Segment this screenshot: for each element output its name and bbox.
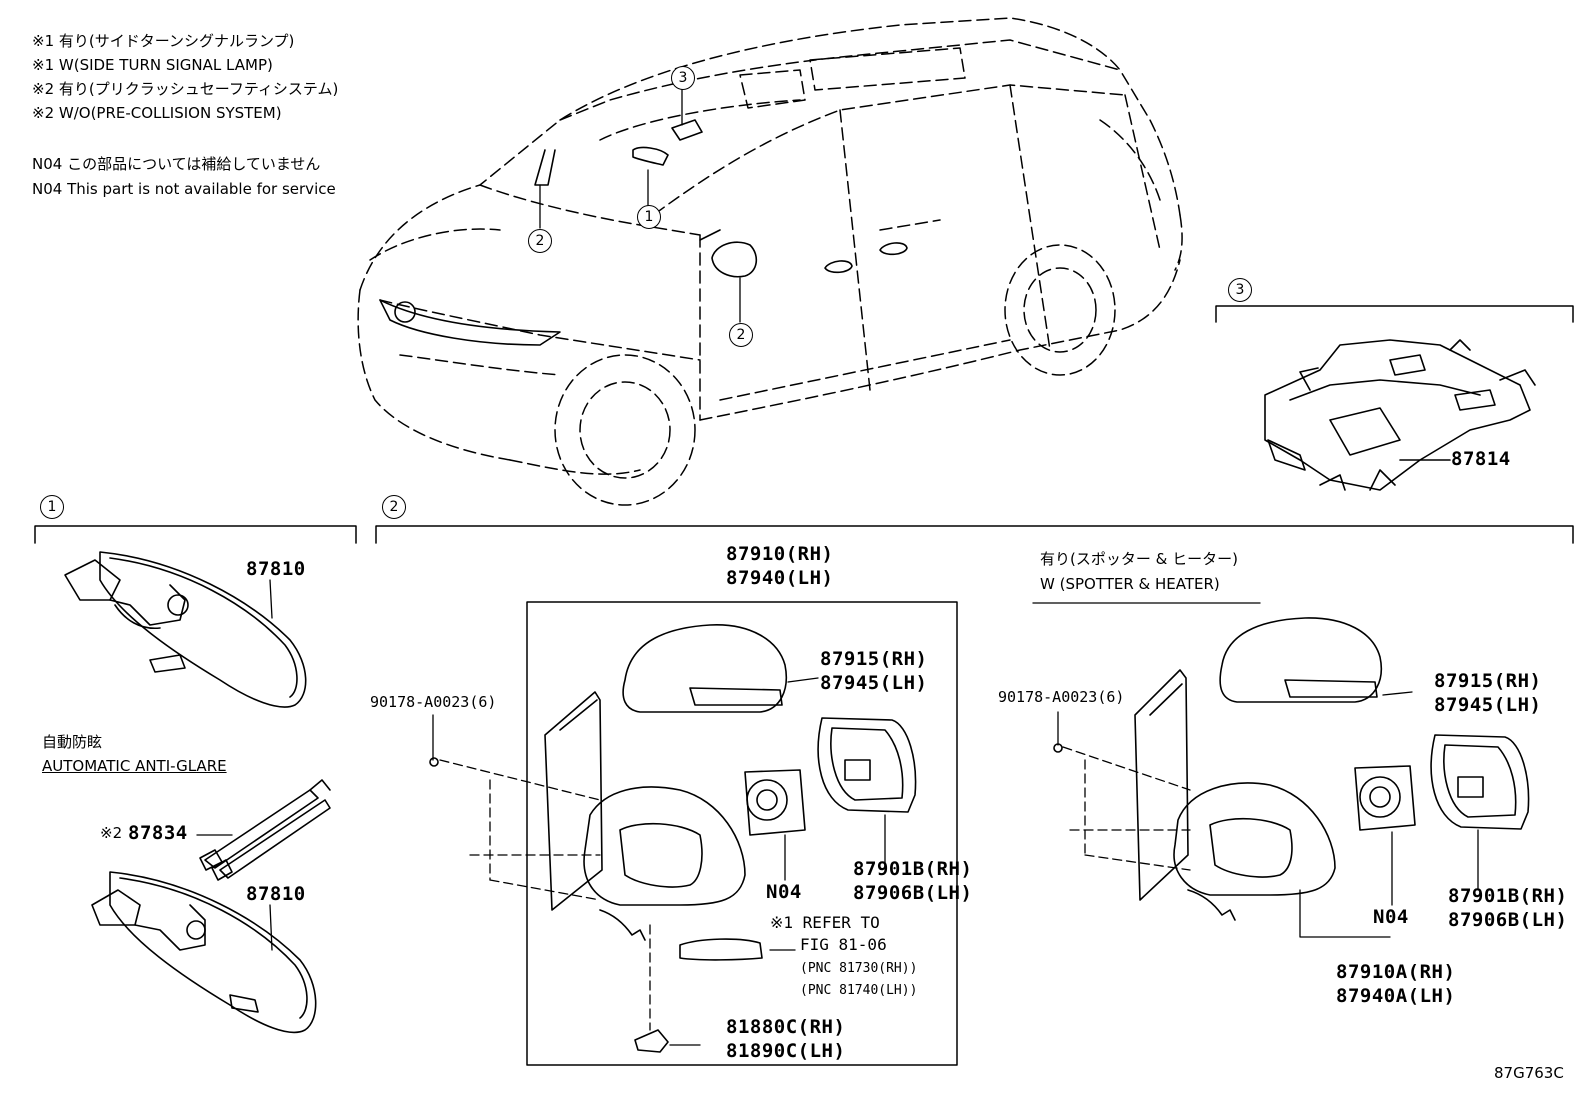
sensor-bracket-art (1264, 339, 1536, 491)
left-mirror-leaders (432, 677, 886, 1046)
vehicle-wheels (554, 244, 1116, 506)
pnc-81740-lh: (PNC 81740(LH)) (800, 983, 918, 998)
section1-leaders (196, 579, 273, 951)
part-87915-rh-left[interactable]: 87915(RH) (820, 648, 928, 670)
screw-left-art (429, 757, 439, 767)
note-pcs-en: ※2 W/O(PRE-COLLISION SYSTEM) (32, 104, 282, 122)
note-n04-jp: N04 この部品については補給していません (32, 155, 321, 173)
section-brackets (34, 305, 1574, 544)
vehicle-solid-details (379, 119, 908, 346)
right-mirror-art (1134, 617, 1530, 921)
right-mirror-leaders (1057, 691, 1479, 938)
vehicle-outline (357, 17, 1183, 475)
auto-anti-glare-label-jp: 自動防眩 (42, 733, 103, 751)
refer-note-1: ※1 REFER TO (770, 913, 880, 932)
note-side-turn-en: ※1 W(SIDE TURN SIGNAL LAMP) (32, 56, 273, 74)
part-87834[interactable]: 87834 (128, 822, 188, 844)
part-87940a-lh[interactable]: 87940A(LH) (1336, 985, 1456, 1007)
part-n04-left[interactable]: N04 (766, 881, 802, 903)
auto-anti-glare-label-en: AUTOMATIC ANTI-GLARE (42, 757, 227, 775)
spotter-heater-label-en: W (SPOTTER & HEATER) (1040, 575, 1220, 593)
callout-1-vehicle[interactable]: 1 (637, 205, 661, 229)
part-n04-right[interactable]: N04 (1373, 906, 1409, 928)
callout-2-vehicle-windshield[interactable]: 2 (528, 229, 552, 253)
part-87945-lh-right[interactable]: 87945(LH) (1434, 694, 1542, 716)
pnc-81730-rh: (PNC 81730(RH)) (800, 961, 918, 976)
part-81880c-rh[interactable]: 81880C(RH) (726, 1016, 846, 1038)
inner-mirror-top-art (64, 551, 307, 708)
left-mirror-art (544, 624, 917, 1053)
part-87810-top[interactable]: 87810 (246, 558, 306, 580)
callout-2-section[interactable]: 2 (382, 495, 406, 519)
part-87814[interactable]: 87814 (1451, 448, 1511, 470)
left-mirror-dashed (439, 759, 651, 1031)
note-pcs-jp: ※2 有り(プリクラッシュセーフティシステム) (32, 80, 339, 98)
note-side-turn-jp: ※1 有り(サイドターンシグナルランプ) (32, 32, 295, 50)
callout-1-section[interactable]: 1 (40, 495, 64, 519)
part-90178-right[interactable]: 90178-A0023(6) (998, 688, 1125, 706)
part-90178-left[interactable]: 90178-A0023(6) (370, 693, 497, 711)
note-n04-en: N04 This part is not available for servi… (32, 180, 336, 198)
part-87901b-rh-right[interactable]: 87901B(RH) (1448, 885, 1568, 907)
part-87915-rh-right[interactable]: 87915(RH) (1434, 670, 1542, 692)
part-81890c-lh[interactable]: 81890C(LH) (726, 1040, 846, 1062)
diagram-id: 87G763C (1494, 1064, 1564, 1082)
part-87901b-rh-left[interactable]: 87901B(RH) (853, 858, 973, 880)
inner-mirror-bottom-art (91, 871, 317, 1034)
part-87910-rh[interactable]: 87910(RH) (726, 543, 834, 565)
vehicle-leaders (539, 87, 741, 323)
spotter-heater-label-jp: 有り(スポッター & ヒーター) (1040, 550, 1238, 568)
refer-fig[interactable]: FIG 81-06 (800, 935, 887, 954)
part-87910a-rh[interactable]: 87910A(RH) (1336, 961, 1456, 983)
callout-3-section[interactable]: 3 (1228, 278, 1252, 302)
sensor-harness-art (199, 779, 331, 881)
part-87906b-lh-right[interactable]: 87906B(LH) (1448, 909, 1568, 931)
part-87810-bottom[interactable]: 87810 (246, 883, 306, 905)
callout-2-vehicle-door[interactable]: 2 (729, 323, 753, 347)
right-mirror-dashed (1062, 746, 1191, 871)
part-87834-note-mark: ※2 (100, 824, 123, 842)
part-87906b-lh-left[interactable]: 87906B(LH) (853, 882, 973, 904)
part-87945-lh-left[interactable]: 87945(LH) (820, 672, 928, 694)
screw-right-art (1053, 743, 1063, 753)
callout-3-vehicle[interactable]: 3 (671, 66, 695, 90)
assembly-box (526, 601, 958, 1066)
part-87940-lh[interactable]: 87940(LH) (726, 567, 834, 589)
